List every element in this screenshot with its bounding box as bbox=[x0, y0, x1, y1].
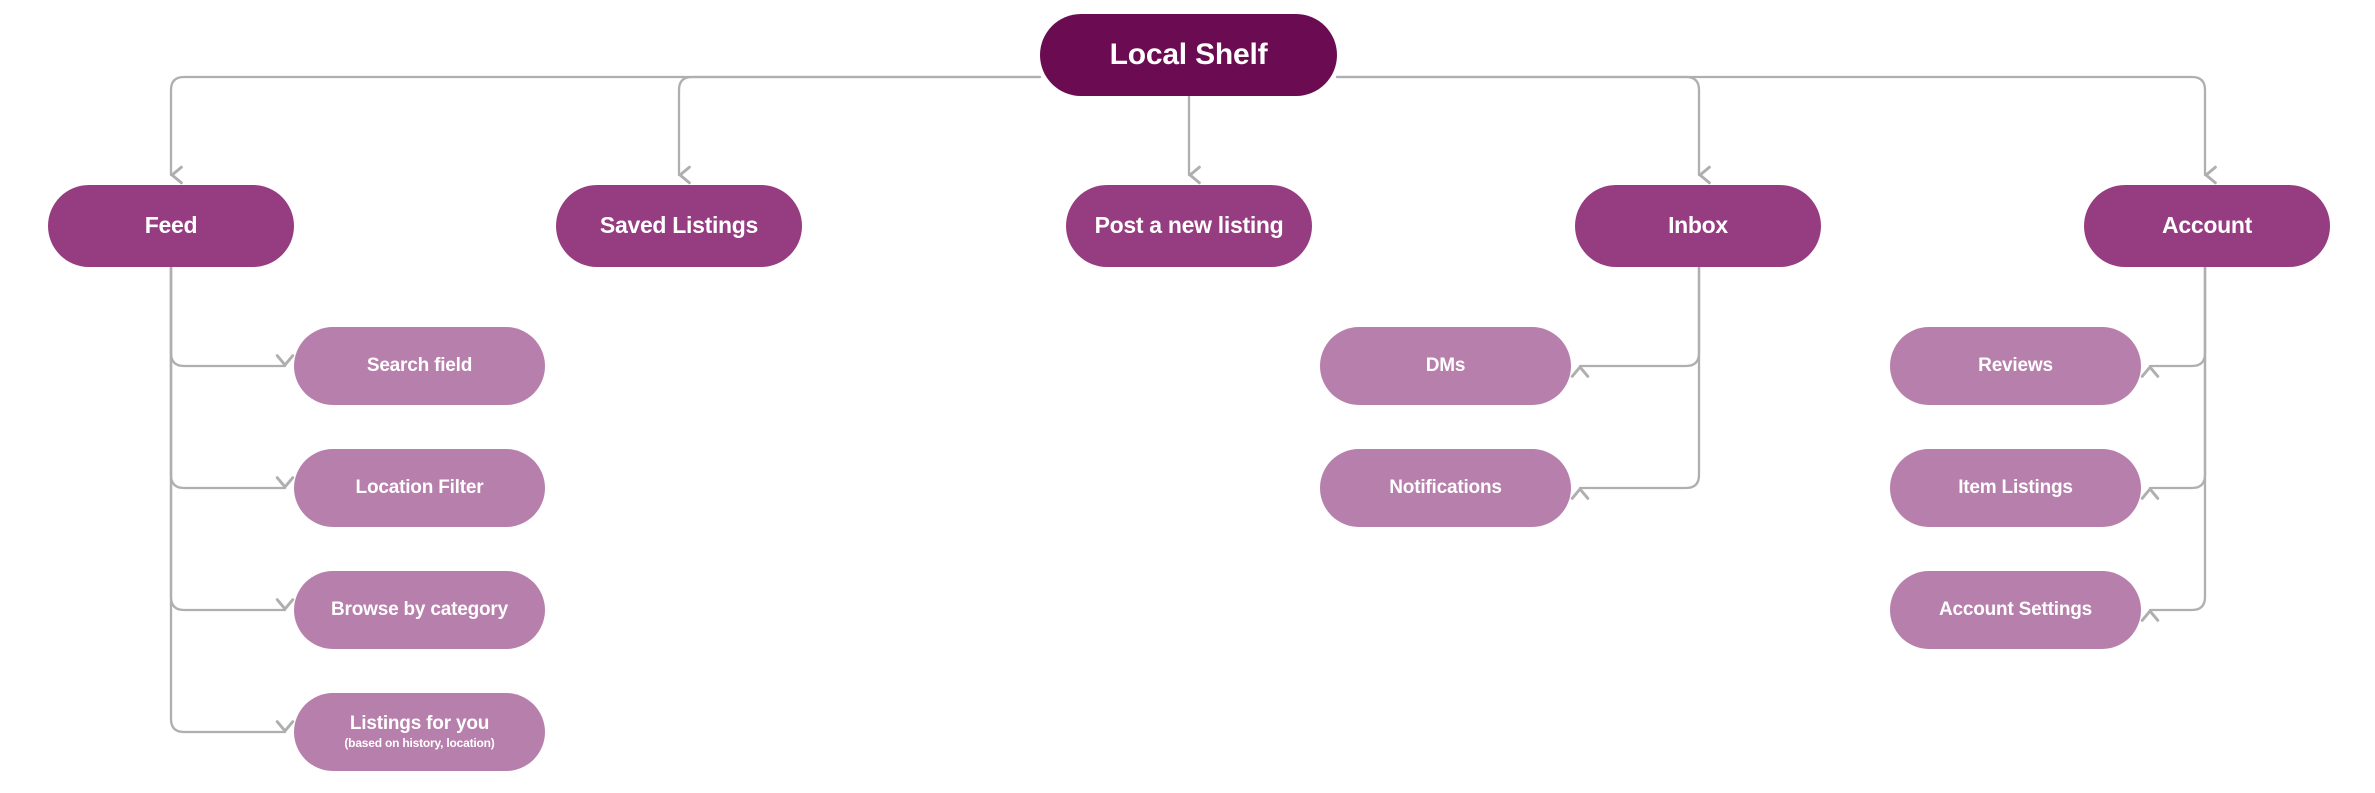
edge-account-to-reviews bbox=[2140, 265, 2207, 378]
node-dms[interactable]: DMs bbox=[1320, 327, 1571, 405]
node-reviews-label: Reviews bbox=[1978, 355, 2053, 377]
node-account-label: Account bbox=[2162, 212, 2252, 239]
node-inbox-label: Inbox bbox=[1668, 212, 1728, 239]
node-browse-by-category[interactable]: Browse by category bbox=[294, 571, 545, 649]
edge-account-to-item-listings bbox=[2140, 265, 2207, 500]
node-saved-listings-label: Saved Listings bbox=[599, 212, 759, 239]
edge-account-to-account-settings bbox=[2140, 265, 2207, 622]
node-inbox[interactable]: Inbox bbox=[1575, 185, 1821, 267]
edge-root-to-feed bbox=[169, 75, 1042, 185]
edge-feed-to-search-field bbox=[169, 265, 295, 368]
node-item-listings-label: Item Listings bbox=[1958, 477, 2073, 499]
node-saved-listings[interactable]: Saved Listings bbox=[556, 185, 802, 267]
node-location-filter[interactable]: Location Filter bbox=[294, 449, 545, 527]
node-notifications-label: Notifications bbox=[1389, 477, 1502, 499]
node-listings-for-you[interactable]: Listings for you (based on history, loca… bbox=[294, 693, 545, 771]
node-feed-label: Feed bbox=[144, 212, 198, 239]
edge-inbox-to-dms bbox=[1570, 265, 1701, 378]
edge-feed-to-location-filter bbox=[169, 265, 295, 490]
edge-feed-to-browse-by-category bbox=[169, 265, 295, 612]
node-reviews[interactable]: Reviews bbox=[1890, 327, 2141, 405]
node-browse-by-category-label: Browse by category bbox=[331, 599, 508, 621]
node-post-a-new-listing-label: Post a new listing bbox=[1094, 212, 1284, 239]
node-account-settings-label: Account Settings bbox=[1938, 599, 2093, 621]
node-account-settings[interactable]: Account Settings bbox=[1890, 571, 2141, 649]
edge-root-to-inbox bbox=[1335, 75, 1711, 185]
edge-root-to-saved-listings bbox=[677, 75, 1042, 185]
node-dms-label: DMs bbox=[1425, 355, 1466, 377]
node-item-listings[interactable]: Item Listings bbox=[1890, 449, 2141, 527]
node-feed[interactable]: Feed bbox=[48, 185, 294, 267]
node-listings-for-you-label: Listings for you bbox=[349, 713, 490, 735]
node-notifications[interactable]: Notifications bbox=[1320, 449, 1571, 527]
node-location-filter-label: Location Filter bbox=[355, 477, 484, 499]
edge-inbox-to-notifications bbox=[1570, 265, 1701, 500]
edge-feed-to-listings-for-you bbox=[169, 265, 295, 734]
node-post-a-new-listing[interactable]: Post a new listing bbox=[1066, 185, 1312, 267]
node-search-field-label: Search field bbox=[366, 355, 473, 377]
node-search-field[interactable]: Search field bbox=[294, 327, 545, 405]
node-root[interactable]: Local Shelf bbox=[1040, 14, 1337, 96]
node-account[interactable]: Account bbox=[2084, 185, 2330, 267]
node-listings-for-you-sublabel: (based on history, location) bbox=[344, 736, 495, 751]
edge-root-to-account bbox=[1335, 75, 2217, 185]
node-root-label: Local Shelf bbox=[1109, 38, 1268, 72]
